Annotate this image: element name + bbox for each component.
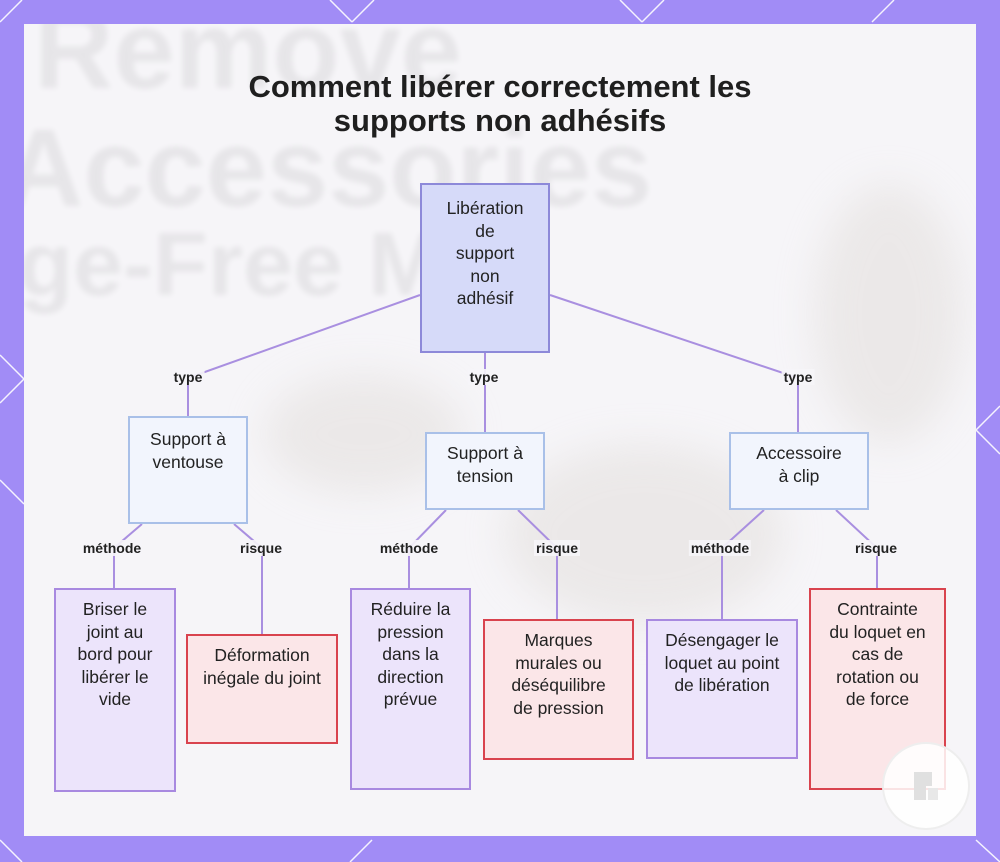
edge-label-type-1: type [171,369,205,385]
edge-label-type-2: type [467,369,501,385]
category-node-support-tension: Support à tension [425,432,545,510]
root-node: Libération de support non adhésif [420,183,550,353]
background-text-1: Remove [34,24,462,112]
edge-label-methode-3: méthode [688,540,752,556]
edge-label-methode-1: méthode [80,540,144,556]
method-node-clip: Désengager le loquet au point de libérat… [646,619,798,759]
category-node-support-ventouse: Support à ventouse [128,416,248,524]
method-node-ventouse: Briser le joint au bord pour libérer le … [54,588,176,792]
risk-node-tension: Marques murales ou déséquilibre de press… [483,619,634,760]
category-node-accessoire-clip: Accessoire à clip [729,432,869,510]
edge-label-methode-2: méthode [377,540,441,556]
risk-node-ventouse: Déformation inégale du joint [186,634,338,744]
edge-label-type-3: type [781,369,815,385]
diagram-title: Comment libérer correctement les support… [248,69,752,138]
brand-logo-icon [882,742,970,830]
edge-label-risque-2: risque [533,540,581,556]
edge-label-risque-1: risque [237,540,285,556]
method-node-tension: Réduire la pression dans la direction pr… [350,588,471,790]
edge-label-risque-3: risque [852,540,900,556]
